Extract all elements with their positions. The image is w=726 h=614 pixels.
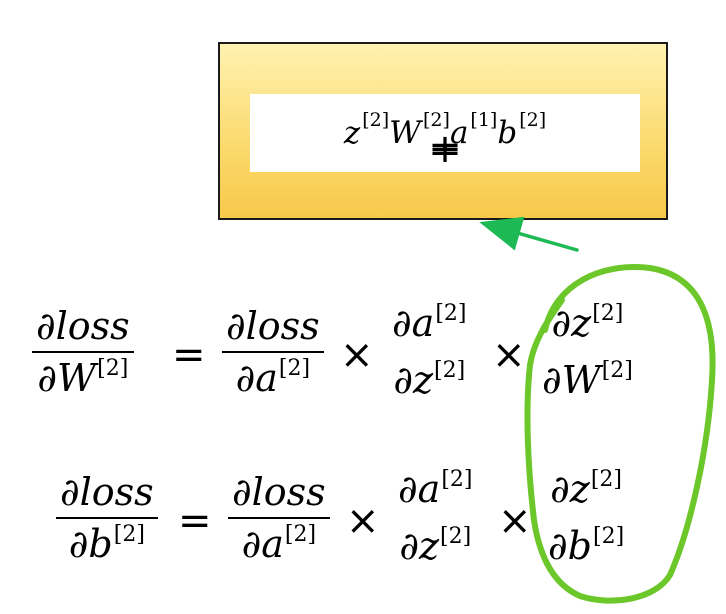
fraction-da-dz: ∂a[2] ∂z[2] (392, 301, 467, 402)
fraction-dloss-da: ∂loss ∂a[2] (222, 300, 324, 410)
equals-sign: = (172, 332, 206, 378)
fraction-dloss-dW: ∂loss ∂W[2] (32, 300, 134, 410)
equation-row-dW: ∂loss ∂W[2] = ∂loss ∂a[2] × ∂a[2] ∂z[2] … (0, 300, 726, 410)
times-sign: × (340, 332, 374, 378)
equals-sign: = (178, 498, 212, 544)
formula-W: W (389, 115, 422, 151)
times-sign: × (492, 332, 526, 378)
arrow-to-formula (479, 216, 579, 252)
forward-formula-box: z[2] = W[2] · a[1] + b[2] (218, 42, 668, 220)
fraction-dloss-da: ∂loss ∂a[2] (228, 466, 330, 576)
fraction-dz-db: ∂z[2] ∂b[2] (548, 467, 625, 568)
fraction-dloss-db: ∂loss ∂b[2] (56, 466, 158, 576)
times-sign: × (346, 498, 380, 544)
formula-b: b (497, 115, 518, 151)
fraction-dz-dW: ∂z[2] ∂W[2] (542, 301, 633, 402)
formula-a: a (449, 115, 469, 151)
forward-formula: z[2] = W[2] · a[1] + b[2] (250, 94, 640, 172)
equation-row-db: ∂loss ∂b[2] = ∂loss ∂a[2] × ∂a[2] ∂z[2] … (0, 466, 726, 576)
fraction-da-dz: ∂a[2] ∂z[2] (398, 467, 473, 568)
formula-z: z (343, 115, 361, 151)
times-sign: × (498, 498, 532, 544)
